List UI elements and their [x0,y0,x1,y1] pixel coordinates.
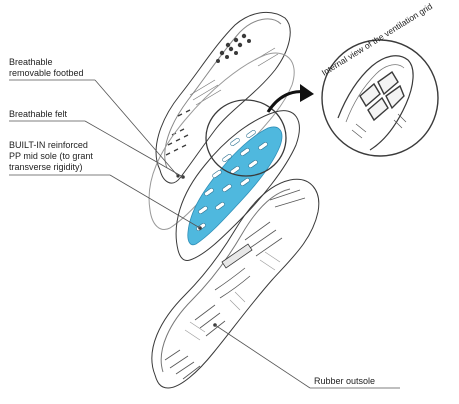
label-midsole-line2: PP mid sole (to grant [9,151,93,161]
label-breathable-footbed: Breathable removable footbed [9,57,84,79]
label-midsole-line1: BUILT-IN reinforced [9,140,88,150]
label-breathable-felt: Breathable felt [9,109,67,120]
label-outsole-text: Rubber outsole [314,376,376,386]
inset-caption: Internal view of the ventilation grid [320,1,452,82]
label-midsole-line3: transverse rigidity) [9,162,83,172]
label-footbed-line1: Breathable [9,57,53,67]
midsole-layer [175,110,300,261]
label-rubber-outsole: Rubber outsole [314,376,375,387]
label-footbed-line2: removable footbed [9,68,84,78]
outsole-layer [151,178,320,389]
label-pp-midsole: BUILT-IN reinforced PP mid sole (to gran… [9,140,93,173]
inset-internal-view [321,39,439,157]
inset-caption-text: Internal view of the ventilation grid [320,1,435,78]
footbed-layer [155,11,291,184]
label-felt-text: Breathable felt [9,109,68,119]
magnifier-circle [205,99,287,177]
curved-arrow-icon [266,84,314,113]
leader-lines [9,79,400,389]
